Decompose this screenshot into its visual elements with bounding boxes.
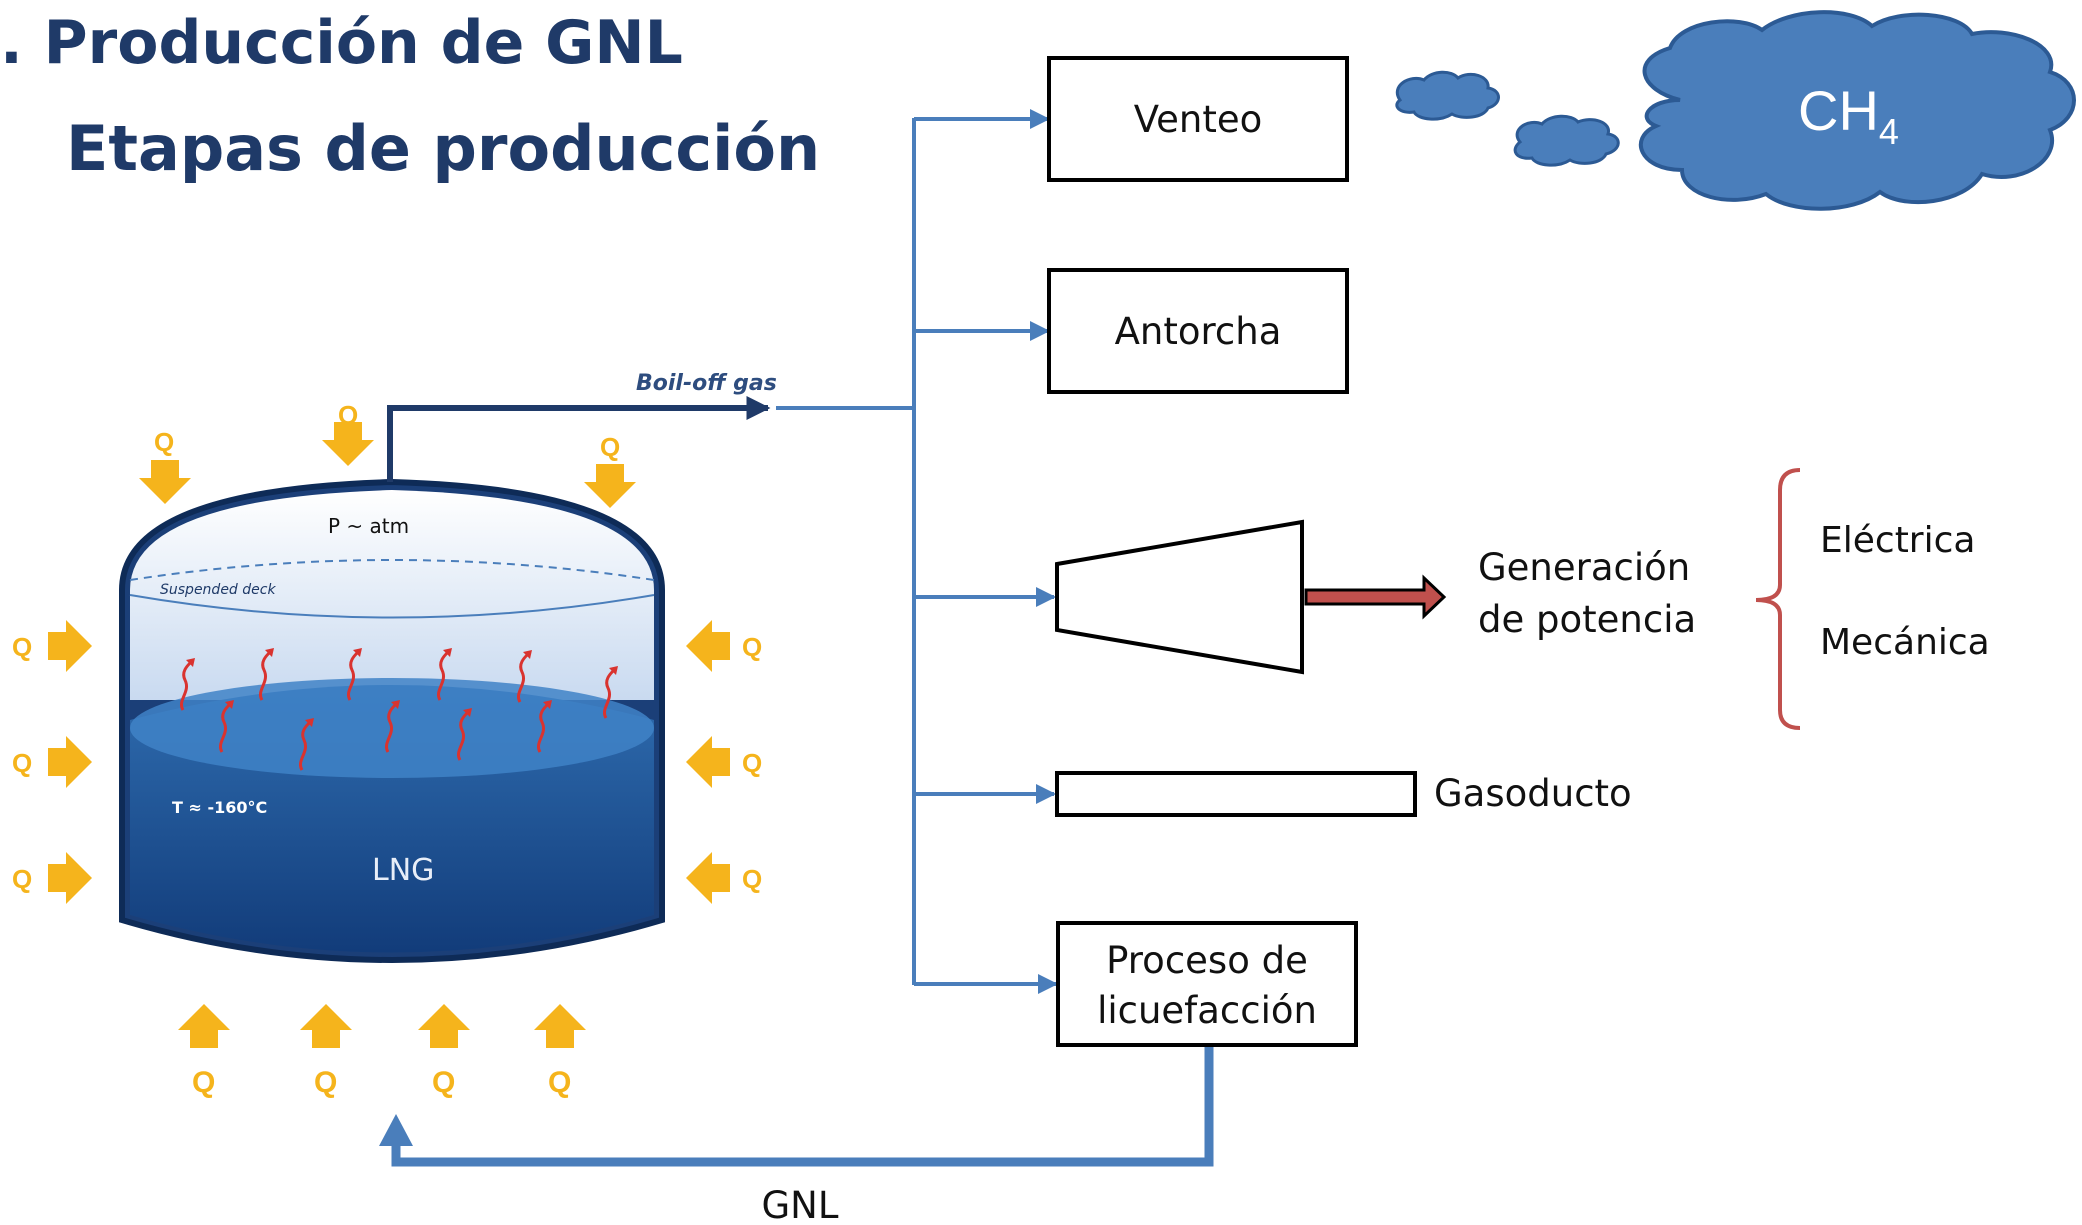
turbine-shape: [1055, 519, 1304, 675]
boil-off-label: Boil-off gas: [636, 371, 777, 396]
small-cloud-1: [1395, 70, 1500, 121]
gasoducto-pipe: [1055, 771, 1417, 817]
lng-tank: P ~ atm Suspended deck T ≈ -160°C LNG: [119, 478, 665, 963]
heat-q-label: Q: [12, 864, 32, 894]
heat-q-label: Q: [338, 400, 358, 430]
small-cloud-2: [1513, 114, 1620, 167]
heat-q-label: Q: [12, 632, 32, 662]
heat-inputs: Q Q Q Q Q Q Q Q Q Q Q Q Q: [12, 400, 762, 1099]
licuefaccion-label: licuefacción: [1097, 989, 1317, 1032]
heat-q-label: Q: [742, 748, 762, 778]
venteo-box: Venteo: [1047, 56, 1349, 182]
heat-q-label: Q: [432, 1066, 455, 1099]
heat-q-label: Q: [154, 427, 174, 457]
venteo-label: Venteo: [1134, 98, 1263, 141]
antorcha-label: Antorcha: [1115, 310, 1282, 353]
boil-off-outlet: Boil-off gas: [387, 371, 777, 482]
power-output-arrow: [1304, 574, 1447, 620]
antorcha-box: Antorcha: [1047, 268, 1349, 394]
power-type-mecanica: Mecánica: [1820, 622, 1990, 663]
power-type-electrica: Eléctrica: [1820, 520, 1975, 561]
power-type-brace: [1755, 468, 1801, 730]
gnl-return-line: [379, 1047, 1214, 1167]
methane-label: CH4: [1798, 79, 1899, 152]
heat-q-label: Q: [548, 1066, 571, 1099]
distribution-lines: [776, 109, 1058, 994]
slide-subtitle: Etapas de producción: [66, 112, 821, 185]
generacion-label: de potencia: [1478, 598, 1696, 641]
heat-q-label: Q: [600, 432, 620, 462]
temperature-label: T ≈ -160°C: [172, 798, 267, 817]
heat-q-label: Q: [192, 1066, 215, 1099]
gasoducto-label: Gasoducto: [1434, 772, 1632, 815]
pressure-label: P ~ atm: [328, 514, 409, 538]
slide-title: . Producción de GNL: [0, 8, 683, 78]
licuefaccion-box: Proceso de licuefacción: [1056, 921, 1358, 1047]
gnl-label: GNL: [762, 1184, 839, 1225]
generacion-label: Generación: [1478, 546, 1690, 589]
heat-q-label: Q: [742, 864, 762, 894]
lng-label: LNG: [372, 853, 434, 888]
ch4-cloud: CH4: [1638, 10, 2076, 211]
licuefaccion-label: Proceso de: [1106, 939, 1308, 982]
deck-label: Suspended deck: [160, 582, 276, 598]
heat-q-label: Q: [12, 748, 32, 778]
heat-q-label: Q: [742, 632, 762, 662]
heat-q-label: Q: [314, 1066, 337, 1099]
